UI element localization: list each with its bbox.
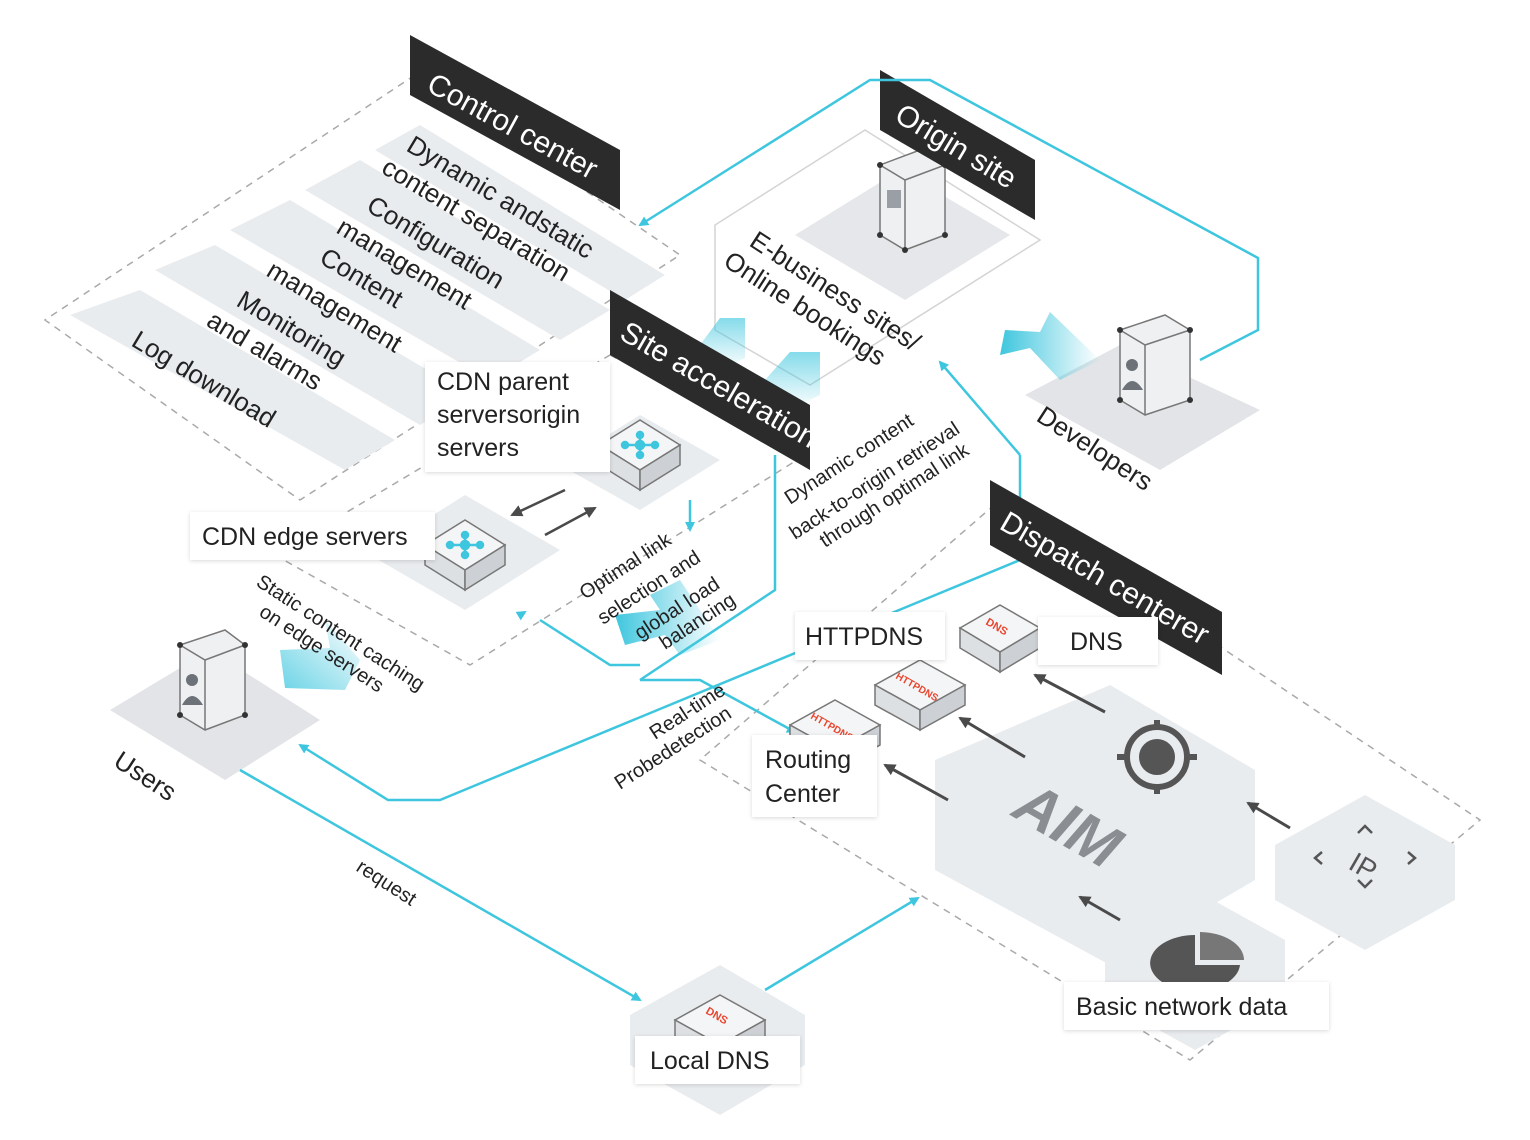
optimal-link-arrow xyxy=(615,580,720,655)
developers-node xyxy=(1025,314,1260,470)
network-hub-icon-edge xyxy=(445,530,485,560)
control-center-items xyxy=(70,125,665,470)
network-to-aim-arrow xyxy=(1078,895,1121,922)
to-origin-line xyxy=(938,360,1021,456)
aim-engine: AIM xyxy=(935,685,1255,965)
origin-server-icon xyxy=(877,149,948,253)
httpdns-server: HTTPDNS xyxy=(873,659,967,732)
svg-text:Local DNS: Local DNS xyxy=(650,1047,770,1075)
control-center-item-text: Dynamic andstatic content separation Con… xyxy=(127,129,600,433)
parent-to-edge-arrow xyxy=(510,488,566,517)
static-caching-arrow xyxy=(280,620,360,690)
edge-to-parent-arrow xyxy=(544,506,597,537)
svg-text:HTTPDNS: HTTPDNS xyxy=(805,623,923,651)
dispatch-center-outline xyxy=(698,499,1482,1061)
users-node xyxy=(110,629,320,780)
network-hub-icon xyxy=(620,430,660,460)
aim-to-routing-arrow xyxy=(883,763,949,802)
edge-probe-line xyxy=(539,618,640,667)
cdn-edge-callout: CDN edge servers xyxy=(190,512,435,560)
acceleration-vertical-line xyxy=(639,455,777,682)
pie-chart-icon xyxy=(1150,932,1244,991)
ip-source: IP xyxy=(1275,795,1455,950)
svg-text:Basic network data: Basic network data xyxy=(1076,993,1287,1021)
developers-to-control-line xyxy=(638,78,1260,362)
svg-text:CDN edge servers: CDN edge servers xyxy=(202,523,408,551)
dns-callout: DNS xyxy=(1038,617,1158,665)
probe-note: Real-time Probedetection xyxy=(611,679,736,794)
aim-to-httpdns-arrow xyxy=(958,716,1026,759)
localdns-to-dispatch-line xyxy=(764,896,920,992)
move-arrows-icon xyxy=(1313,824,1417,889)
svg-text:Routing: Routing xyxy=(765,746,851,774)
cdn-parent-callout: CDN parent serversorigin servers xyxy=(425,362,610,472)
aim-to-dns-arrow xyxy=(1033,673,1106,714)
local-dns-callout: Local DNS xyxy=(635,1036,800,1084)
svg-text:CDN parent: CDN parent xyxy=(437,368,569,396)
ip-to-aim-arrow xyxy=(1246,801,1291,830)
user-icon xyxy=(1126,359,1138,371)
routing-center-callout: Routing Center xyxy=(752,735,877,817)
svg-text:servers: servers xyxy=(437,434,519,462)
request-label: request xyxy=(352,856,420,911)
request-line xyxy=(239,768,642,1002)
control-center-outline xyxy=(43,74,682,501)
developers-push-arrow xyxy=(1000,312,1100,380)
svg-text:DNS: DNS xyxy=(1070,628,1123,656)
dns-server: DNS xyxy=(958,604,1042,674)
target-icon xyxy=(1117,720,1197,794)
users-label: Users xyxy=(109,745,182,807)
edge-probe-arrowhead xyxy=(515,610,527,621)
user-icon-users xyxy=(186,674,198,686)
svg-text:serversorigin: serversorigin xyxy=(437,401,580,429)
basic-network-callout: Basic network data xyxy=(1064,982,1329,1030)
probe-to-routing-line xyxy=(640,678,797,734)
httpdns-callout: HTTPDNS xyxy=(795,612,945,660)
svg-text:Center: Center xyxy=(765,780,840,808)
